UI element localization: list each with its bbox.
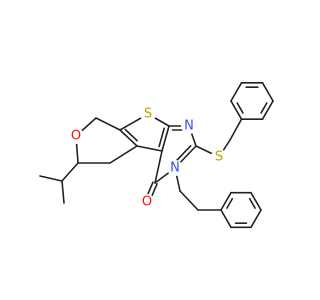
- bond-c4-c4a: [154, 150, 163, 184]
- thioether-sulfur-atom: S: [211, 149, 227, 165]
- phenethyl-phenyl-bond-5: [220, 209, 232, 229]
- bond-pyran-c4: [109, 145, 138, 164]
- ring-nitrogen-1-bg: [181, 118, 197, 134]
- phenethyl-phenyl-bond-3: [250, 209, 262, 229]
- bond-c2-c3a: [119, 129, 138, 147]
- benzyl-phenyl-bond-1: [230, 82, 243, 102]
- bond-ipr-me2: [61, 180, 65, 204]
- benzyl-phenyl-bond-4: [261, 100, 274, 120]
- thioether-sulfur-label: S: [215, 150, 223, 165]
- phenethyl-phenyl-bond-2-inner: [248, 197, 256, 209]
- thiophene-sulfur-label: S: [144, 107, 152, 122]
- benzyl-phenyl-attach: [229, 118, 243, 141]
- bond-c2-c3a-inner: [124, 128, 138, 142]
- thioether-sulfur-bg: [211, 149, 227, 165]
- bond-ethyl: [179, 190, 199, 211]
- bond-c7a-c4a: [161, 125, 170, 152]
- phenethyl-phenyl-bond-0-inner: [226, 197, 234, 209]
- phenethyl-phenyl-bond-2: [250, 191, 262, 211]
- background: [0, 0, 300, 300]
- ring-nitrogen-3-atom: N: [167, 160, 183, 176]
- thiophene-sulfur-bg: [140, 106, 156, 122]
- bond-ipr-me1: [39, 175, 63, 182]
- bond-ipr-ch: [61, 162, 79, 182]
- ring-nitrogen-3-label: N: [170, 161, 180, 176]
- carbonyl-oxygen-bg: [139, 194, 155, 210]
- bond-pyran-c1: [95, 117, 121, 131]
- benzyl-phenyl-bond-4-inner: [260, 102, 268, 114]
- benzyl-phenyl-bond-0-inner: [236, 102, 244, 114]
- atom-layer: S S N N O O: [68, 106, 227, 210]
- benzyl-phenyl-bond-3: [261, 82, 274, 102]
- bond-c2-n3-inner: [173, 144, 192, 164]
- ring-nitrogen-3-bg: [167, 160, 183, 176]
- benzyl-phenyl-bond-0: [230, 100, 243, 120]
- pyran-oxygen-bg: [68, 128, 84, 144]
- phenethyl-phenyl-bond-0: [220, 191, 232, 211]
- bond-c3a-c4a: [136, 145, 163, 152]
- pyran-oxygen-label: O: [71, 129, 81, 144]
- bond-c7a-c4a-inner: [158, 127, 166, 148]
- bond-layer: [39, 82, 274, 229]
- ring-nitrogen-1-label: N: [184, 119, 194, 134]
- carbonyl-oxygen-atom: O: [139, 194, 155, 210]
- carbonyl-oxygen-label: O: [142, 195, 152, 210]
- thiophene-sulfur-atom: S: [140, 106, 156, 122]
- molecule-svg: S S N N O O: [0, 0, 300, 300]
- ring-nitrogen-1-atom: N: [181, 118, 197, 134]
- pyran-oxygen-atom: O: [68, 128, 84, 144]
- molecule-structure: S S N N O O: [0, 0, 300, 300]
